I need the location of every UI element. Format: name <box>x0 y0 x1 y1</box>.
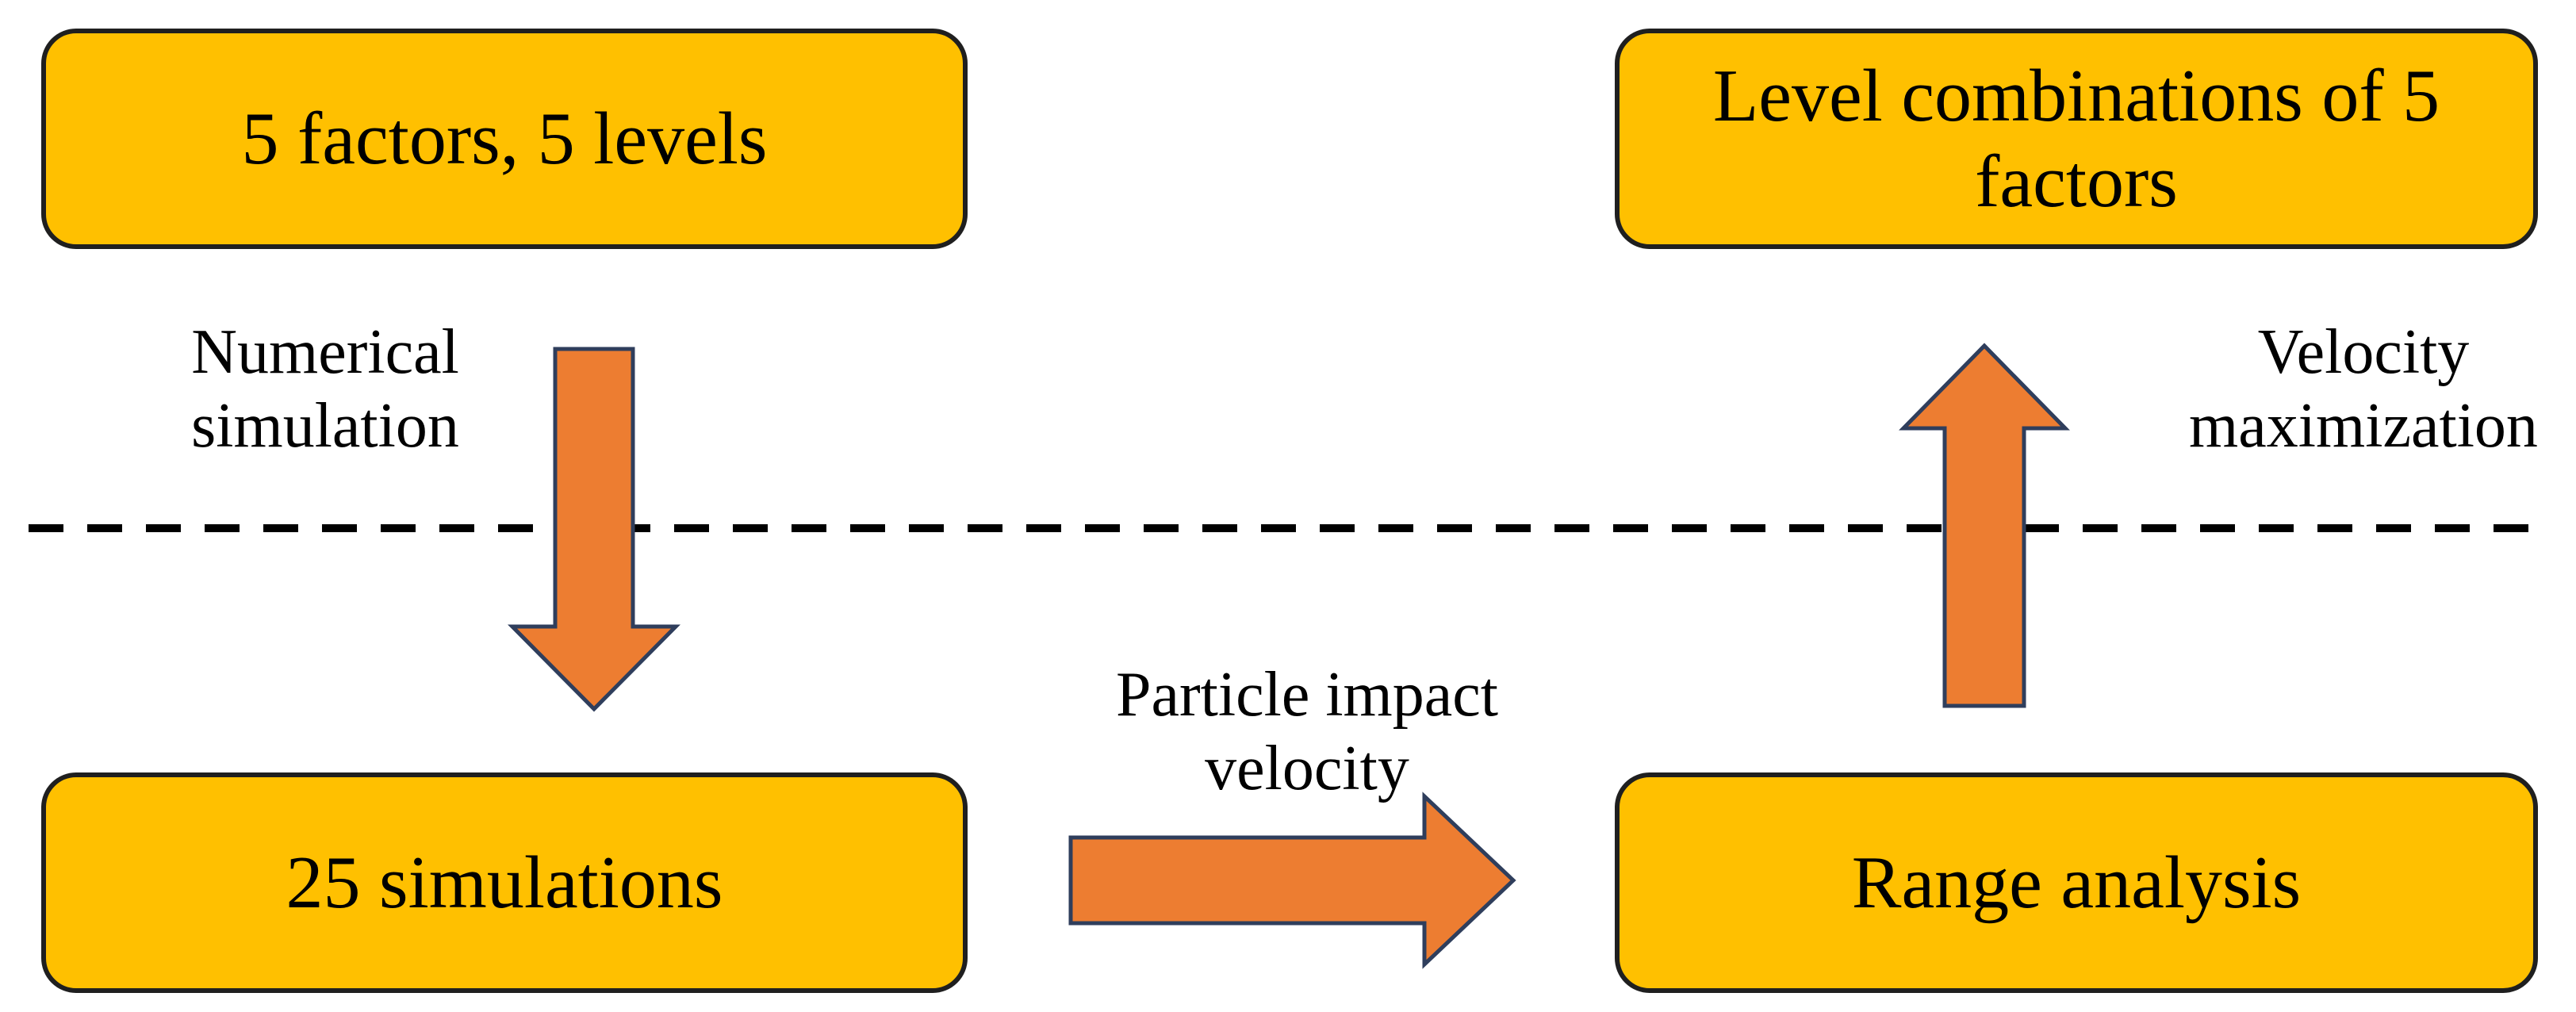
range-analysis-text: Range analysis <box>1851 841 2302 924</box>
up-arrow <box>1899 343 2070 708</box>
level-combinations-box: Level combinations of 5 factors <box>1615 29 2538 249</box>
particle-impact-velocity-label: Particle impact velocity <box>1061 658 1553 806</box>
level-combinations-text: Level combinations of 5 factors <box>1712 54 2440 223</box>
numerical-simulation-label: Numerical simulation <box>167 316 484 463</box>
down-arrow <box>508 347 680 712</box>
simulations-box: 25 simulations <box>41 772 968 993</box>
right-arrow <box>1068 792 1516 969</box>
simulations-text: 25 simulations <box>286 841 723 924</box>
factors-levels-box: 5 factors, 5 levels <box>41 29 968 249</box>
numerical-simulation-text: Numerical simulation <box>191 317 459 461</box>
factors-levels-text: 5 factors, 5 levels <box>241 97 768 180</box>
velocity-maximization-label: Velocity maximization <box>2173 316 2554 463</box>
velocity-maximization-text: Velocity maximization <box>2189 317 2538 461</box>
particle-impact-velocity-text: Particle impact velocity <box>1115 660 1499 803</box>
range-analysis-box: Range analysis <box>1615 772 2538 993</box>
